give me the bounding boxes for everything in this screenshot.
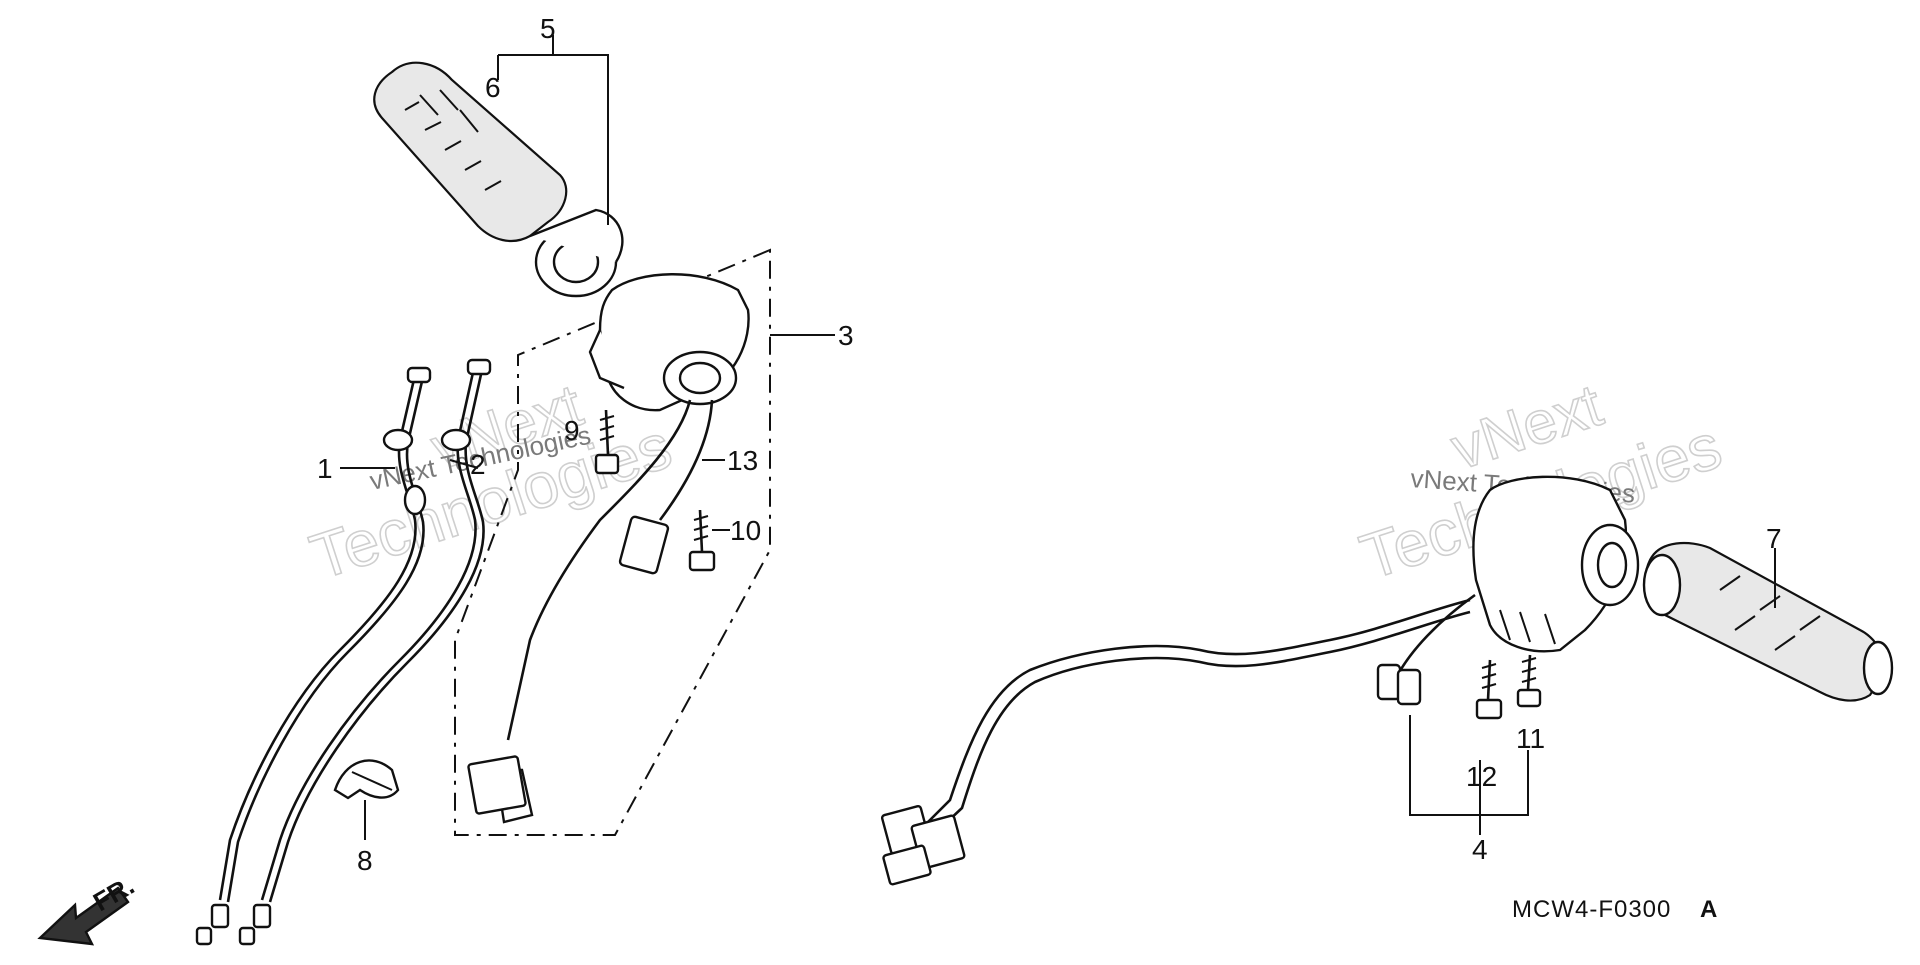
clamp-part-8 <box>333 759 400 800</box>
callout-12: 12 <box>1466 761 1497 792</box>
callout-2: 2 <box>470 449 486 480</box>
figure-code: MCW4-F0300 <box>1512 896 1671 923</box>
callout-6: 6 <box>485 72 501 103</box>
front-direction-arrow: FR. <box>37 870 139 946</box>
bolt-part-9 <box>594 409 620 475</box>
leader-4-bracket <box>1409 715 1529 816</box>
screw-part-12 <box>1475 659 1503 720</box>
callout-1: 1 <box>317 453 333 484</box>
assembly-3-outline <box>454 248 771 836</box>
callout-3: 3 <box>838 320 854 351</box>
callout-5: 5 <box>540 13 556 44</box>
callout-10: 10 <box>730 515 761 546</box>
throttle-cable-part-1 <box>195 366 432 946</box>
callout-7: 7 <box>1766 523 1782 554</box>
leader-2 <box>449 459 479 469</box>
throttle-cable-part-2 <box>238 358 492 946</box>
callout-8: 8 <box>357 845 373 876</box>
callout-11: 11 <box>1516 723 1545 754</box>
callout-4: 4 <box>1472 834 1488 865</box>
switch-housing-part-3 <box>467 273 750 824</box>
grip-part-7 <box>1642 542 1894 702</box>
screw-part-11 <box>1516 654 1542 708</box>
figure-suffix: A <box>1700 896 1718 923</box>
callout-9: 9 <box>564 415 580 446</box>
callout-13: 13 <box>727 445 758 476</box>
leader-5-6 <box>497 54 609 225</box>
switch-housing-part-4 <box>880 475 1640 886</box>
throttle-grip-part-6 <box>373 61 624 298</box>
bolt-part-10 <box>688 509 716 572</box>
